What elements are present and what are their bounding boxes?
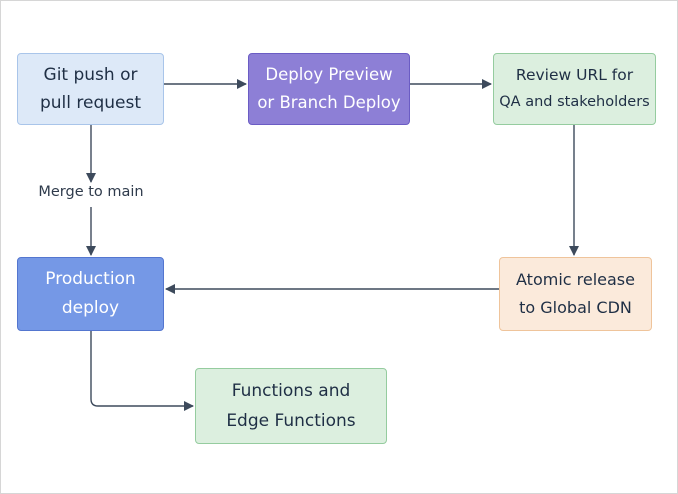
node-deploy-preview: Deploy Preview or Branch Deploy xyxy=(248,53,410,125)
edge-production-to-functions xyxy=(90,331,194,411)
node-atomic-release-line2: to Global CDN xyxy=(519,298,632,317)
node-production-line1: Production xyxy=(45,269,136,289)
node-functions-line1: Functions and xyxy=(231,381,351,401)
node-git-push: Git push or pull request xyxy=(17,53,164,125)
node-atomic-release-line1: Atomic release xyxy=(516,270,635,289)
node-functions: Functions and Edge Functions xyxy=(195,368,387,444)
node-review-url-line1: Review URL for xyxy=(515,66,634,84)
node-atomic-release: Atomic release to Global CDN xyxy=(499,257,652,331)
node-deploy-preview-line2: or Branch Deploy xyxy=(257,93,401,112)
edge-label-merge: Merge to main xyxy=(25,184,157,200)
node-git-push-line1: Git push or xyxy=(43,65,138,85)
node-deploy-preview-line1: Deploy Preview xyxy=(265,65,393,84)
node-git-push-line2: pull request xyxy=(39,93,142,113)
node-review-url: Review URL for QA and stakeholders xyxy=(493,53,656,125)
node-production-deploy: Production deploy xyxy=(17,257,164,331)
node-production-line2: deploy xyxy=(61,298,120,318)
node-review-url-line2: QA and stakeholders xyxy=(499,94,650,110)
node-functions-line2: Edge Functions xyxy=(226,411,356,431)
